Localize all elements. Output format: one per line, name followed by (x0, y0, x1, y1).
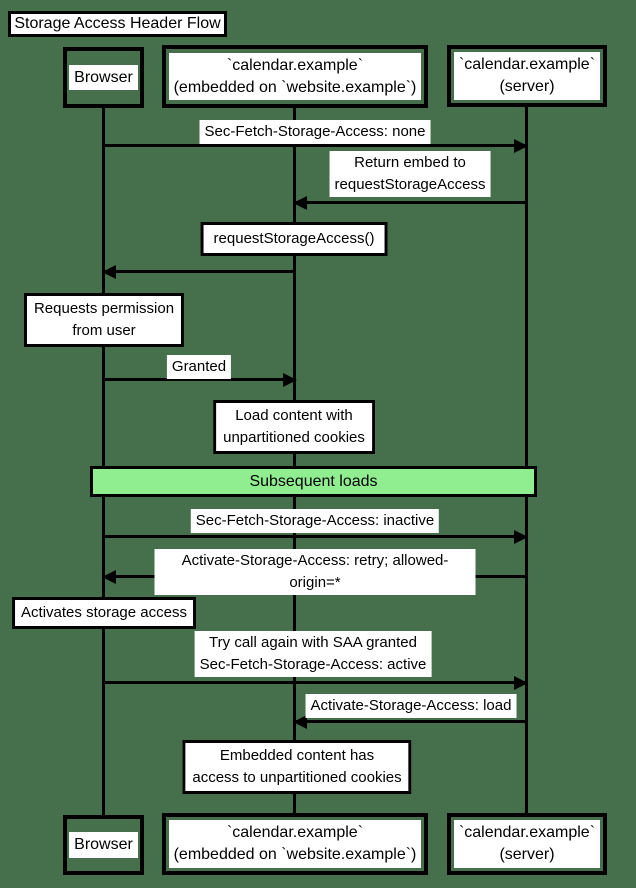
message-arrow-request-storage-access (102, 265, 295, 279)
divider-label: Subsequent loads (249, 472, 378, 490)
message-arrow-sec-fetch-none (104, 139, 528, 153)
message-arrow-return-embed (293, 196, 526, 210)
participant-browser-label: Browser (69, 64, 138, 91)
lifeline-embed (293, 107, 296, 815)
arrowhead-right-icon (514, 676, 528, 690)
participant-server-label: `calendar.example` (server) (453, 52, 601, 100)
message-label-sec-fetch-none: Sec-Fetch-Storage-Access: none (199, 120, 431, 144)
lifeline-server (525, 106, 528, 815)
arrowhead-right-icon (514, 530, 528, 544)
participant-server-top: `calendar.example` (server) (447, 45, 607, 107)
note-load-content: Load content with unpartitioned cookies (213, 400, 375, 454)
arrowhead-right-icon (283, 373, 297, 387)
message-label-sec-fetch-inactive: Sec-Fetch-Storage-Access: inactive (190, 509, 440, 533)
note-requests-permission: Requests permission from user (23, 293, 185, 347)
arrowhead-left-icon (293, 196, 307, 210)
arrowhead-left-icon (293, 715, 307, 729)
message-label-try-call-again: Try call again with SAA granted Sec-Fetc… (194, 631, 432, 677)
message-arrow-activate-load (293, 715, 526, 729)
participant-browser-bottom: Browser (63, 815, 144, 875)
diagram-title-text: Storage Access Header Flow (14, 15, 221, 32)
divider-subsequent-loads: Subsequent loads (90, 466, 537, 497)
message-arrow-try-call-again (104, 676, 528, 690)
participant-browser-top: Browser (63, 47, 144, 108)
message-label-activate-retry: Activate-Storage-Access: retry; allowed-… (154, 549, 476, 595)
note-embedded-content-access: Embedded content has access to unpartiti… (182, 740, 412, 794)
note-activates-storage-access: Activates storage access (12, 597, 196, 629)
participant-server-bottom: `calendar.example` (server) (447, 813, 607, 875)
participant-embed-bottom: `calendar.example` (embedded on `website… (162, 813, 428, 875)
message-label-granted: Granted (166, 355, 232, 379)
arrowhead-right-icon (514, 139, 528, 153)
message-label-return-embed: Return embed to requestStorageAccess (329, 151, 491, 197)
participant-server-label: `calendar.example` (server) (453, 820, 601, 868)
participant-embed-label: `calendar.example` (embedded on `website… (168, 820, 422, 868)
message-label-request-storage-access: requestStorageAccess() (200, 222, 388, 256)
arrowhead-left-icon (102, 265, 116, 279)
message-arrow-sec-fetch-inactive (104, 530, 528, 544)
message-arrow-granted (104, 373, 297, 387)
lifeline-browser (102, 107, 105, 816)
participant-embed-label: `calendar.example` (embedded on `website… (168, 52, 422, 101)
arrowhead-left-icon (102, 570, 116, 584)
participant-browser-label: Browser (69, 832, 138, 858)
message-label-activate-load: Activate-Storage-Access: load (305, 694, 517, 718)
diagram-title: Storage Access Header Flow (8, 11, 227, 37)
participant-embed-top: `calendar.example` (embedded on `website… (162, 45, 428, 108)
